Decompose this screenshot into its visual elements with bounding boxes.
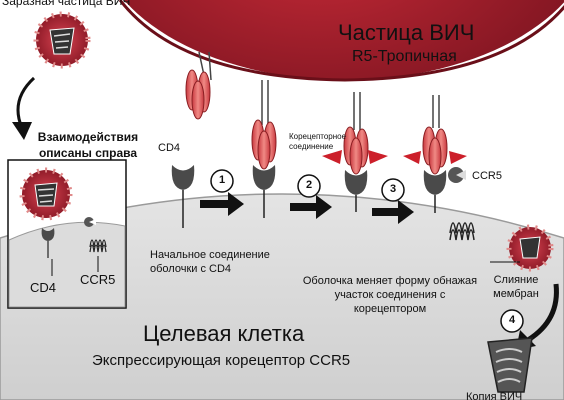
initial-binding-label: Начальное соединение оболочки с CD4 (150, 249, 270, 275)
virus-particle-icon (33, 11, 91, 69)
infectious-particle-label: Заразная частица ВИЧ (2, 0, 131, 8)
step-2-arrow (290, 174, 332, 219)
step-4-number: 4 (508, 314, 516, 326)
curved-arrow-icon (16, 76, 36, 129)
fusion-virus-icon (506, 224, 554, 272)
envelope-spike-1 (185, 51, 212, 120)
envelope-change-label: Оболочка меняет форму обнажая участок со… (302, 275, 478, 315)
step-3-arrow (372, 178, 414, 224)
cd4-receptor-icon (171, 165, 195, 228)
inset-virus-icon (19, 167, 73, 221)
cd4-receptor-bound-3 (423, 170, 447, 213)
cd4-label: CD4 (158, 142, 181, 154)
step-4-arrow (526, 283, 559, 343)
hiv-particle-edge (118, 0, 564, 82)
cd4-receptor-bound-1 (252, 165, 276, 218)
cd4-receptor-bound-2 (344, 170, 368, 212)
membrane-fusion-label: Слияние мембран (493, 274, 539, 300)
r5-tropic-subtitle: R5-Тропичная (352, 48, 457, 65)
hiv-particle-body (123, 0, 564, 80)
envelope-spike-4 (403, 95, 467, 175)
step-3-number: 3 (389, 183, 397, 195)
ccr5-receptor-icon (448, 167, 475, 241)
target-cell-title: Целевая клетка (143, 321, 305, 346)
inset-cd4-label: CD4 (30, 280, 57, 295)
envelope-spike-2 (251, 80, 277, 170)
inset-cd4-icon (41, 228, 55, 258)
step-1-arrow (200, 169, 244, 216)
step-2-number: 2 (305, 179, 313, 191)
interactions-label: Взаимодействия описаны справа (37, 130, 139, 160)
ccr5-label: CCR5 (472, 170, 502, 182)
hiv-particle-title: Частица ВИЧ (338, 20, 475, 45)
capsid-icon (487, 337, 533, 393)
inset-ccr5-label: CCR5 (80, 272, 116, 287)
coreceptor-site-label: Корецепторное соединение (289, 132, 347, 151)
expressing-subtitle: Экспрессирующая корецептор CCR5 (92, 352, 351, 369)
inset-ccr5-icon (84, 217, 107, 253)
curved-arrow-head (12, 122, 32, 140)
step-1-number: 1 (218, 174, 226, 186)
step-4-badge (500, 309, 524, 333)
envelope-spike-3 (322, 92, 388, 175)
inset-cell-membrane (8, 221, 126, 308)
hiv-copy-label: Копия ВИЧ (466, 391, 523, 400)
